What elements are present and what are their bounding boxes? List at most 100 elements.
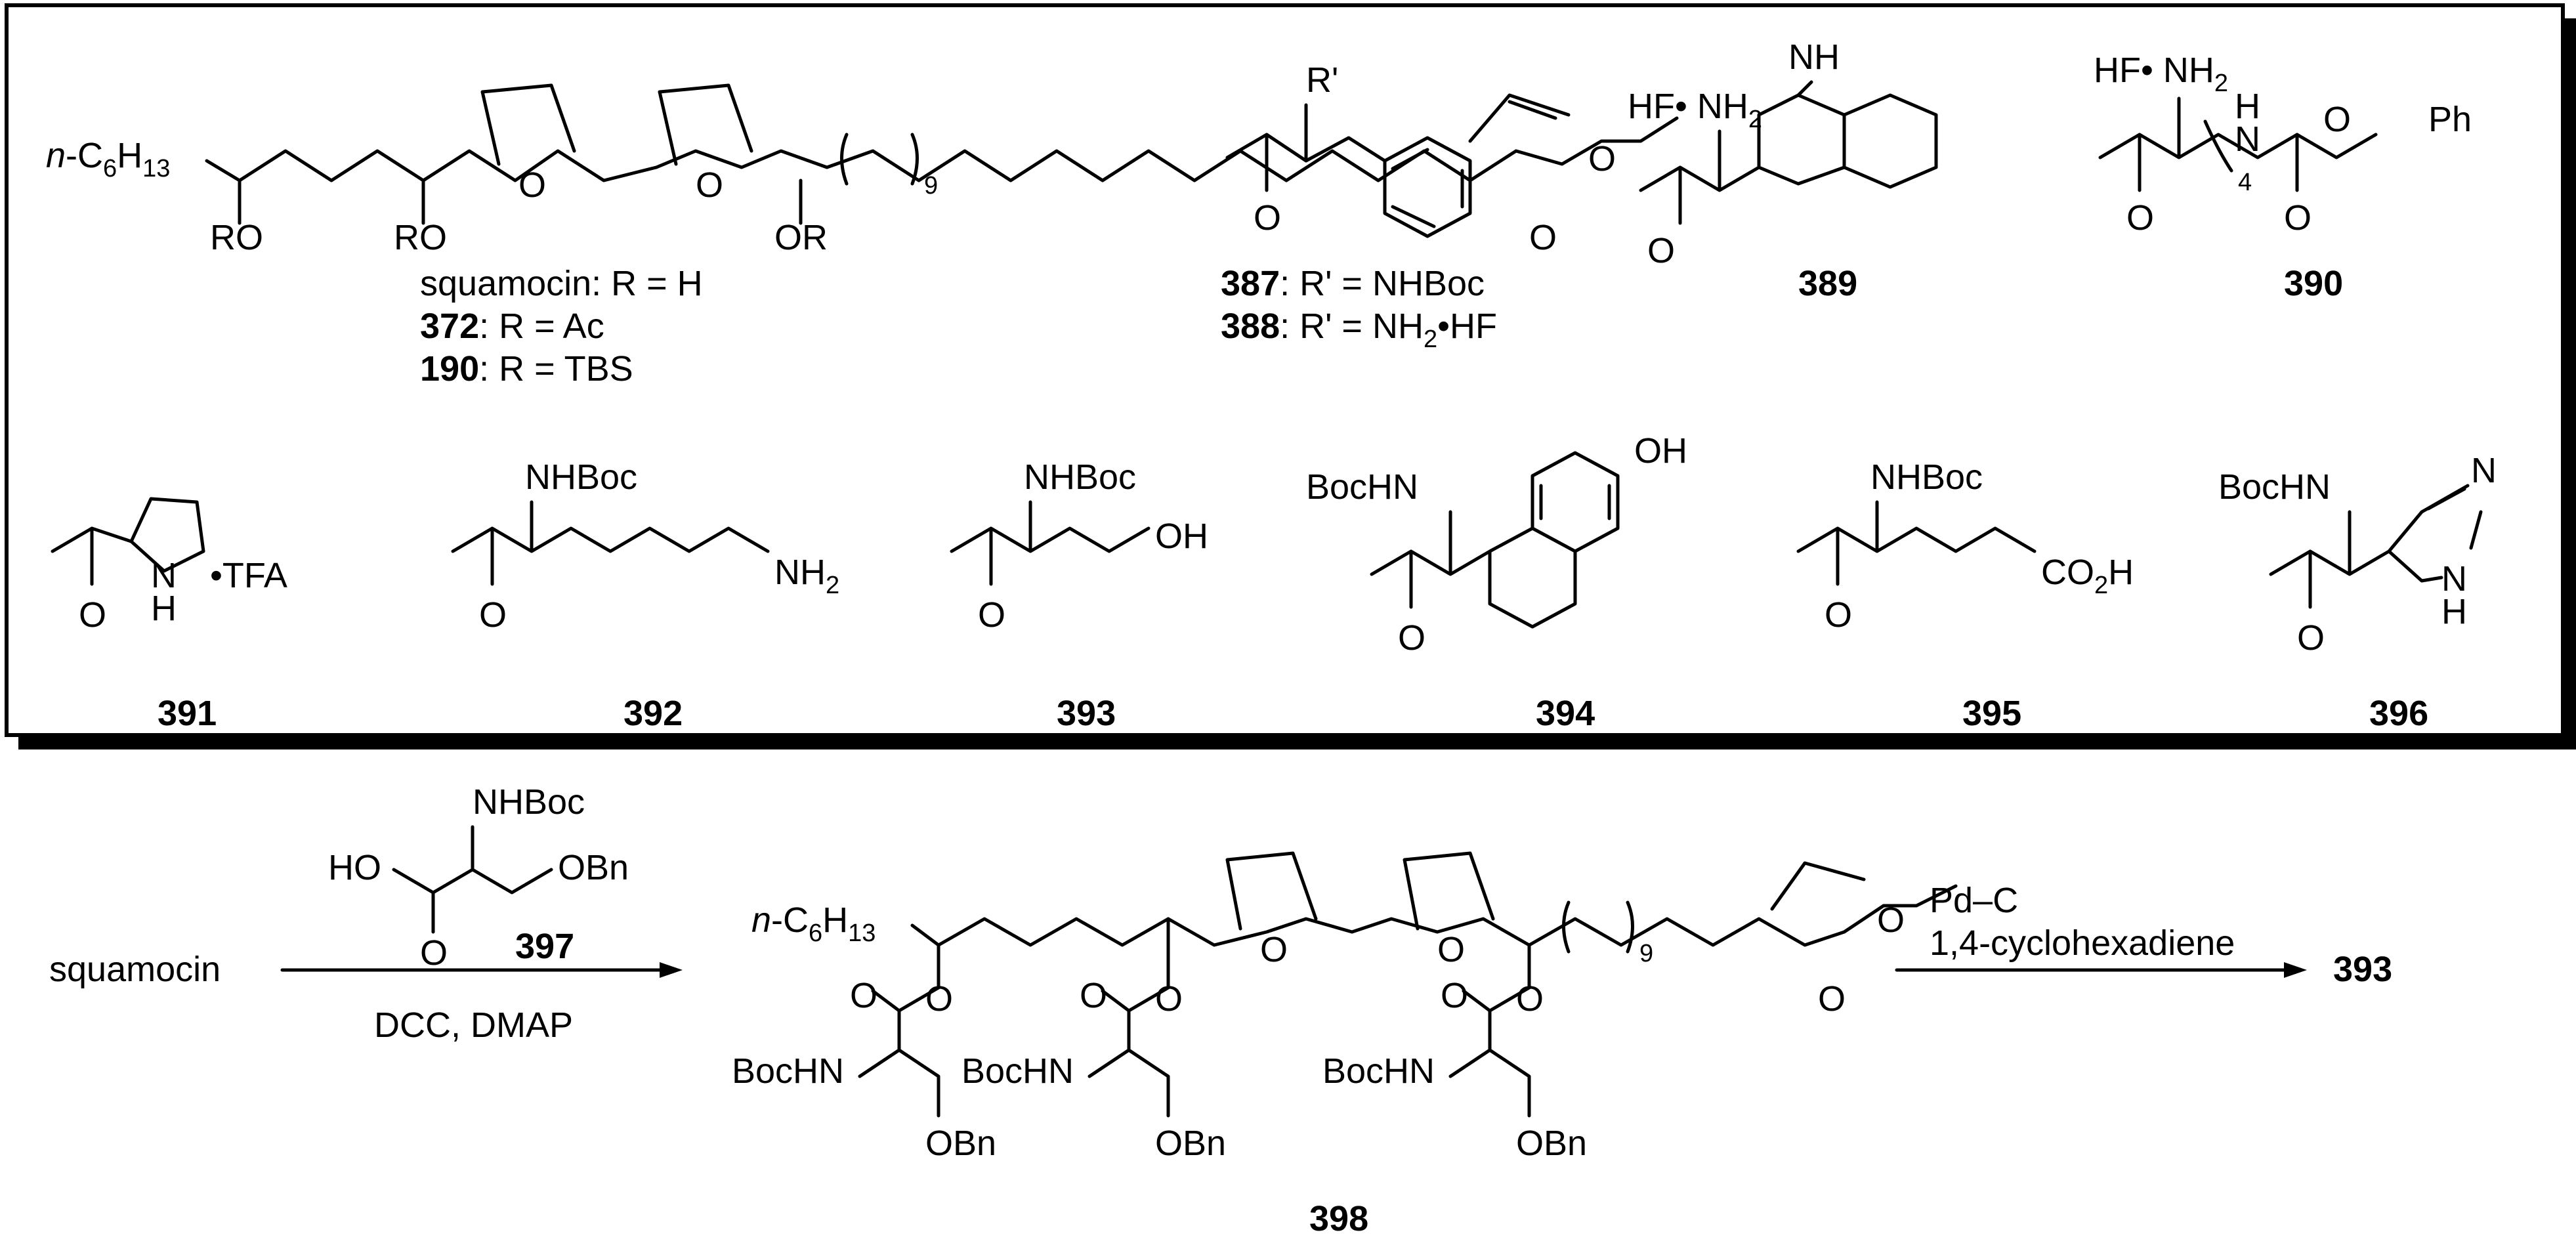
histidine-fragment: BocHN N N H O 396 xyxy=(2218,451,2497,733)
ester-co-2: O xyxy=(1080,976,1107,1015)
ester-bonds xyxy=(858,917,1531,1118)
ester-co-1: O xyxy=(850,976,877,1015)
lactone-carbonyl-o: O xyxy=(1529,218,1557,257)
chain-c: -C xyxy=(66,136,103,175)
reagent-carbonyl-o: O xyxy=(420,933,448,973)
compound-390: 390 xyxy=(2284,264,2343,303)
tyrosine-fragment: BocHN OH O 394 xyxy=(1306,431,1687,733)
trp-carbonyl-o: O xyxy=(1647,231,1675,270)
product-thf-o-2: O xyxy=(1437,930,1465,969)
pro-salt: •TFA xyxy=(210,556,287,595)
reagent-nhboc: NHBoc xyxy=(473,782,585,822)
pro-n: N xyxy=(151,556,177,595)
product-thf-o-1: O xyxy=(1260,930,1288,969)
compound-388-sub: 2 xyxy=(1424,326,1437,353)
compound-397: 397 xyxy=(515,927,574,966)
hydroxyl-label-1: RO xyxy=(210,218,263,257)
ester-co-3: O xyxy=(1441,976,1468,1015)
proline-fragment: N H •TFA O 391 xyxy=(51,497,287,733)
ser-nhboc: NHBoc xyxy=(1024,457,1136,497)
his-bochn: BocHN xyxy=(2218,467,2331,507)
reagent-397: NHBoc HO OBn O 397 xyxy=(328,782,629,973)
cbz-lysine-fragment: HF• NH2 H N O O O Ph 4 390 xyxy=(2094,51,2472,303)
lys-nh-sub: 2 xyxy=(826,572,839,599)
compound-393: 393 xyxy=(1057,694,1116,733)
pro-h: H xyxy=(151,589,177,628)
product-h-sub: 13 xyxy=(848,919,876,947)
squamocin-structure: n-C6H13 9 RO RO OR O O O O squamocin: R … xyxy=(46,83,1679,389)
hydroxyl-bonds xyxy=(238,179,803,225)
product-c-sub: 6 xyxy=(809,919,822,947)
conditions-2-line2: 1,4-cyclohexadiene xyxy=(1930,923,2235,963)
compound-394: 394 xyxy=(1536,694,1595,733)
lactone-oxygen: O xyxy=(1588,139,1616,179)
product-ring-bonds xyxy=(1225,851,1866,931)
trp-bonds xyxy=(1639,80,1938,225)
lys-cbz-carbonyl-o: O xyxy=(2126,198,2154,238)
reagent-ho: HO xyxy=(328,848,381,887)
lys-cbz-ph: Ph xyxy=(2428,100,2472,139)
compound-391: 391 xyxy=(158,694,217,733)
ester-o-3: O xyxy=(1516,979,1544,1019)
lys-cbz-h: H xyxy=(2235,87,2260,126)
n-prefix: n xyxy=(46,136,66,175)
pro-bonds xyxy=(51,497,205,586)
his-n1: N xyxy=(2471,451,2497,490)
lys-cbz-repeat-sub: 4 xyxy=(2238,169,2252,196)
compound-398: 398 xyxy=(1309,1199,1368,1238)
repeat-subscript: 9 xyxy=(924,172,938,200)
panel-frame xyxy=(5,3,2565,737)
phe-bonds xyxy=(1225,103,1472,238)
his-bonds xyxy=(2269,484,2483,609)
product-lactone-carbonyl: O xyxy=(1818,979,1846,1019)
compound-190-num: 190 xyxy=(420,349,479,389)
ser-bonds xyxy=(950,500,1151,586)
compound-190-def: : R = TBS xyxy=(479,349,633,389)
compound-387-num: 387 xyxy=(1221,264,1280,303)
obn-3: OBn xyxy=(1516,1124,1587,1163)
phenylalanine-fragment: R' O 387: R' = NHBoc 388: R' = NH2•HF xyxy=(1221,60,1497,353)
panel-shadow-side xyxy=(2562,18,2576,749)
chain-h: H xyxy=(117,136,142,175)
c-subscript: 6 xyxy=(103,155,117,182)
svg-text:n-C6H13: n-C6H13 xyxy=(46,136,170,182)
compound-387-def: : R' = NHBoc xyxy=(1280,264,1485,303)
svg-text:H: H xyxy=(2235,87,2260,126)
product-n-prefix: n xyxy=(751,900,771,940)
trp-nh-n: N xyxy=(1788,37,1814,77)
conditions-1: DCC, DMAP xyxy=(374,1005,573,1045)
start-material: squamocin xyxy=(49,950,221,989)
his-n2: N xyxy=(2441,559,2467,599)
tyr-oh: OH xyxy=(1634,431,1687,471)
svg-text:n-C6H13: n-C6H13 xyxy=(751,900,876,947)
reaction-arrow-1-head xyxy=(660,962,683,978)
hydroxyl-label-3: OR xyxy=(774,218,828,257)
squamocin-ring-bonds xyxy=(480,83,1571,166)
product-lactone-o: O xyxy=(1877,900,1905,940)
ester-o-1: O xyxy=(925,979,953,1019)
pro-carbonyl-o: O xyxy=(79,595,106,635)
compound-388-tail: •HF xyxy=(1437,306,1497,346)
svg-text:N: N xyxy=(151,556,177,595)
h-subscript: 13 xyxy=(142,155,170,182)
squamocin-def: : R = H xyxy=(591,264,703,303)
product-chain-h: H xyxy=(822,900,848,940)
trp-salt: HF• NH xyxy=(1628,87,1748,126)
serine-fragment: NHBoc OH O 393 xyxy=(950,457,1208,733)
squamocin-chain xyxy=(205,116,1679,182)
svg-text:190: R = TBS: 190: R = TBS xyxy=(420,349,633,389)
tryptophan-fragment: HF• NH2 NH O 389 xyxy=(1628,37,1938,303)
compound-388-def: : R' = NH xyxy=(1280,306,1424,346)
svg-text:squamocin: R = H: squamocin: R = H xyxy=(420,264,703,303)
trp-nh-h: H xyxy=(1814,37,1840,77)
his-carbonyl-o: O xyxy=(2297,618,2325,658)
glutamate-fragment: NHBoc CO2H O 395 xyxy=(1796,457,2134,733)
reaction-row: squamocin NHBoc HO OBn O 397 DCC, DMAP n… xyxy=(49,782,2392,1238)
obn-1: OBn xyxy=(925,1124,996,1163)
compound-372-num: 372 xyxy=(420,306,479,346)
bochn-3: BocHN xyxy=(1322,1051,1435,1091)
conditions-2-line1: Pd–C xyxy=(1930,881,2018,920)
svg-text:NH2: NH2 xyxy=(774,553,839,599)
phe-carbonyl-o: O xyxy=(1254,198,1281,238)
